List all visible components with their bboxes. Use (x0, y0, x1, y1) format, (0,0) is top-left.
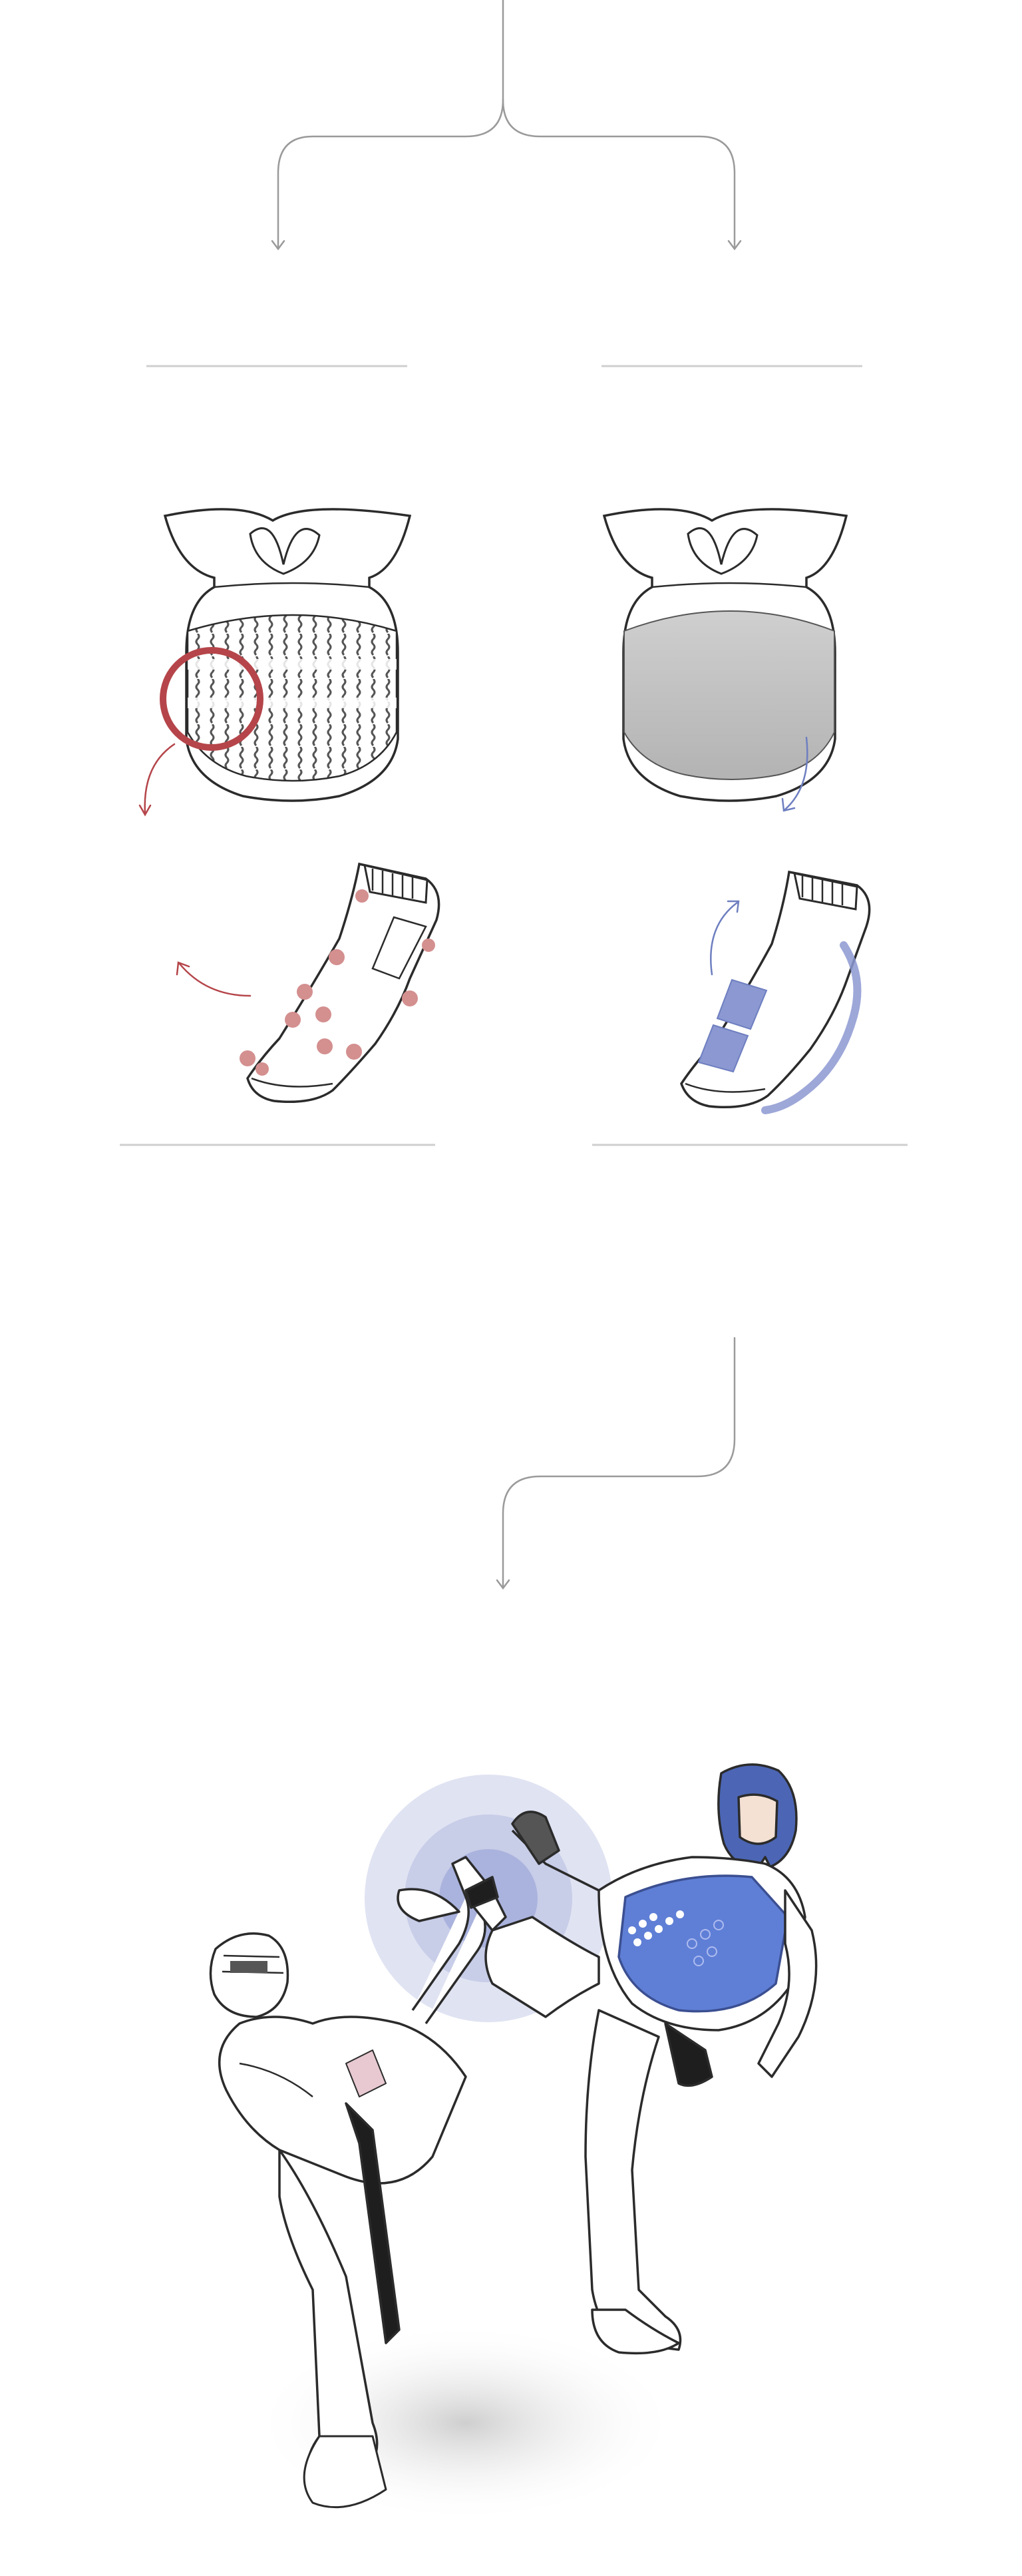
new-chest-protector-icon (602, 508, 848, 802)
athlete-left (209, 1888, 486, 2509)
old-foot-sensor-icon (240, 862, 440, 1104)
new-link-arrow (781, 736, 808, 812)
branch-connector (271, 0, 742, 251)
arrowhead-merge (496, 1579, 510, 1590)
old-link-arrow (138, 743, 176, 817)
arrowhead-left (271, 240, 285, 251)
merge-connector (496, 1337, 736, 1590)
kicking-athletes-illustration (209, 1763, 818, 2523)
sensor-highlight-circle-icon (160, 647, 263, 751)
new-foot-sensor-icon (680, 870, 871, 1114)
old-foot-arrow (176, 961, 252, 997)
old-chest-protector-icon (163, 508, 412, 802)
new-foot-arrow (710, 900, 740, 976)
arrowhead-right (727, 240, 742, 251)
athlete-right (451, 1763, 818, 2355)
